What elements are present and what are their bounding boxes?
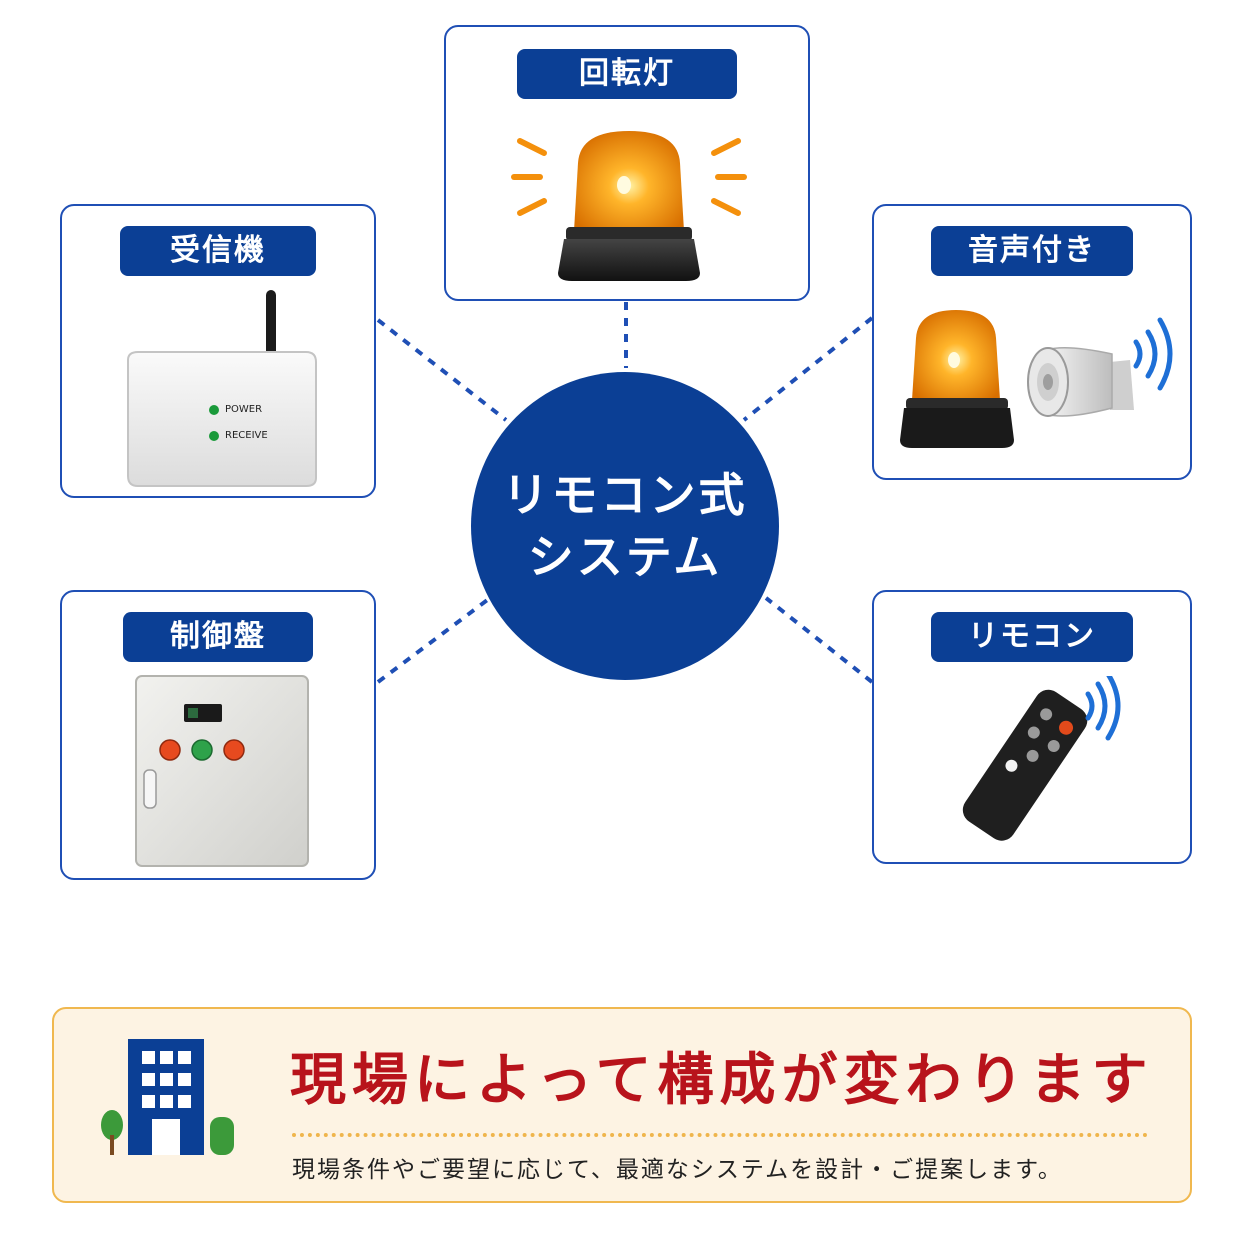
connector-lower-left	[376, 596, 492, 684]
card-with-sound: 音声付き	[872, 204, 1192, 480]
connector-lower-right	[764, 596, 874, 684]
card-label-with-sound: 音声付き	[931, 226, 1133, 276]
notice-divider	[292, 1133, 1148, 1137]
hub-title-line-1: リモコン式	[502, 468, 748, 522]
control-panel-cabinet-icon	[135, 675, 309, 867]
system-hub-circle: リモコン式 システム	[471, 372, 779, 680]
remote-control-icon	[962, 676, 1121, 841]
card-remote: リモコン	[872, 590, 1192, 864]
rotating-light-icon	[511, 131, 747, 281]
card-label-receiver: 受信機	[120, 226, 316, 276]
speaker-horn-icon	[1027, 317, 1173, 417]
card-receiver: 受信機 POWER RECEIVE	[60, 204, 376, 498]
notice-panel: 現場によって構成が変わります 現場条件やご要望に応じて、最適なシステムを設計・ご…	[52, 1007, 1192, 1203]
notice-body: 現場条件やご要望に応じて、最適なシステムを設計・ご提案します。	[292, 1157, 1063, 1183]
receiver-box-icon	[127, 290, 317, 487]
card-label-rotating-light: 回転灯	[517, 49, 737, 99]
card-label-control-panel: 制御盤	[123, 612, 313, 662]
hub-title-line-2: システム	[527, 530, 723, 584]
receive-led-label: RECEIVE	[225, 430, 268, 441]
notice-title: 現場によって構成が変わります	[290, 1048, 1154, 1113]
card-rotating-light: 回転灯	[444, 25, 810, 301]
card-label-remote: リモコン	[931, 612, 1133, 662]
connector-upper-right	[742, 316, 874, 422]
card-control-panel: 制御盤	[60, 590, 376, 880]
power-led-label: POWER	[225, 404, 263, 415]
building-icon	[101, 1039, 234, 1155]
rotating-light-icon	[900, 310, 1014, 448]
connector-upper-left	[376, 318, 508, 422]
